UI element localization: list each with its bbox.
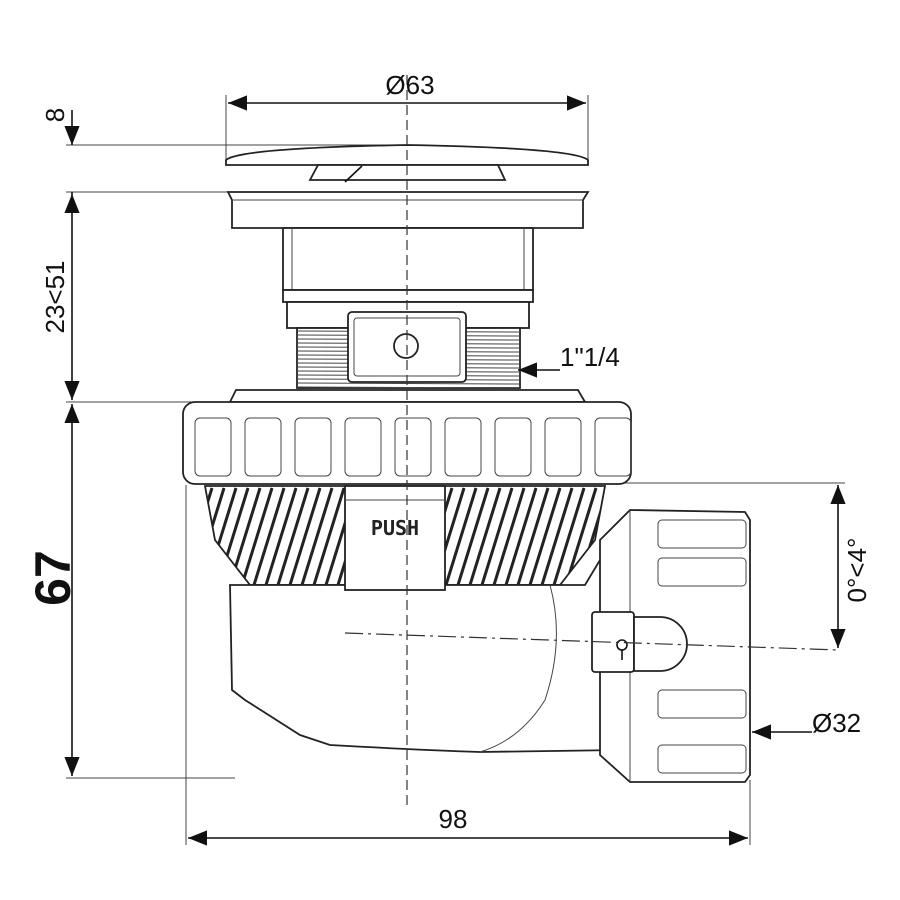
housing-rib <box>564 487 598 585</box>
nut-notch <box>444 417 482 477</box>
cap-height-label: 8 <box>40 108 70 122</box>
housing-rib <box>288 487 322 585</box>
housing-rib <box>492 487 526 585</box>
outlet-center-line <box>344 632 839 651</box>
housing-rib <box>240 487 274 585</box>
outlet-angle-label: 0°<4° <box>842 538 872 603</box>
dimension-outlet-angle: 0°<4° <box>830 485 872 648</box>
thread-line <box>297 386 520 388</box>
outlet-nut-rib <box>657 557 747 587</box>
housing-rib <box>444 487 478 585</box>
outlet-diameter-label: Ø32 <box>812 708 861 738</box>
cap <box>225 144 590 229</box>
nut-notch <box>194 417 232 477</box>
housing-rib <box>540 487 574 585</box>
cap-diameter-label: Ø63 <box>385 70 434 100</box>
nut-notch <box>544 417 582 477</box>
outlet-nut-rib <box>657 519 747 549</box>
housing-rib <box>552 487 586 585</box>
nut-notch <box>294 417 332 477</box>
outlet-nut-rib <box>657 744 747 774</box>
thread-label: 1"1/4 <box>560 342 620 372</box>
housing-rib <box>468 487 502 585</box>
housing-rib <box>528 487 562 585</box>
nut-notch <box>344 417 382 477</box>
outlet-nut <box>591 509 751 783</box>
dimension-cap-height: 8 <box>40 108 80 194</box>
housing-rib <box>504 487 538 585</box>
dimension-thread: 1"1/4 <box>518 342 620 378</box>
extension-lines <box>66 95 845 845</box>
push-label: PUSH <box>371 516 419 540</box>
stem <box>282 227 534 389</box>
dimension-adjust-range: 23<51 <box>40 194 80 400</box>
dimension-outlet-diameter: Ø32 <box>752 708 861 740</box>
thread-line <box>297 382 520 385</box>
nut-notch <box>594 417 632 477</box>
housing-rib <box>456 487 490 585</box>
housing-rib <box>516 487 550 585</box>
housing-rib <box>170 488 200 585</box>
housing-rib <box>480 487 514 585</box>
nut-notch <box>494 417 532 477</box>
housing-rib <box>276 487 310 585</box>
dimension-overall-width: 98 <box>188 804 748 846</box>
outlet-nut-rib <box>657 689 747 719</box>
housing-rib <box>264 487 298 585</box>
housing-rib <box>252 487 286 585</box>
housing-rib <box>312 487 346 585</box>
push-button: PUSH <box>344 485 446 591</box>
overall-width-label: 98 <box>439 804 468 834</box>
nut-notch <box>244 417 282 477</box>
housing-rib <box>300 487 334 585</box>
dimension-cap-diameter: Ø63 <box>228 70 586 111</box>
body-height-label: 67 <box>25 550 81 606</box>
adjust-range-label: 23<51 <box>40 260 70 333</box>
dimension-body-height: 67 <box>25 404 81 776</box>
nut-notch <box>394 417 432 477</box>
